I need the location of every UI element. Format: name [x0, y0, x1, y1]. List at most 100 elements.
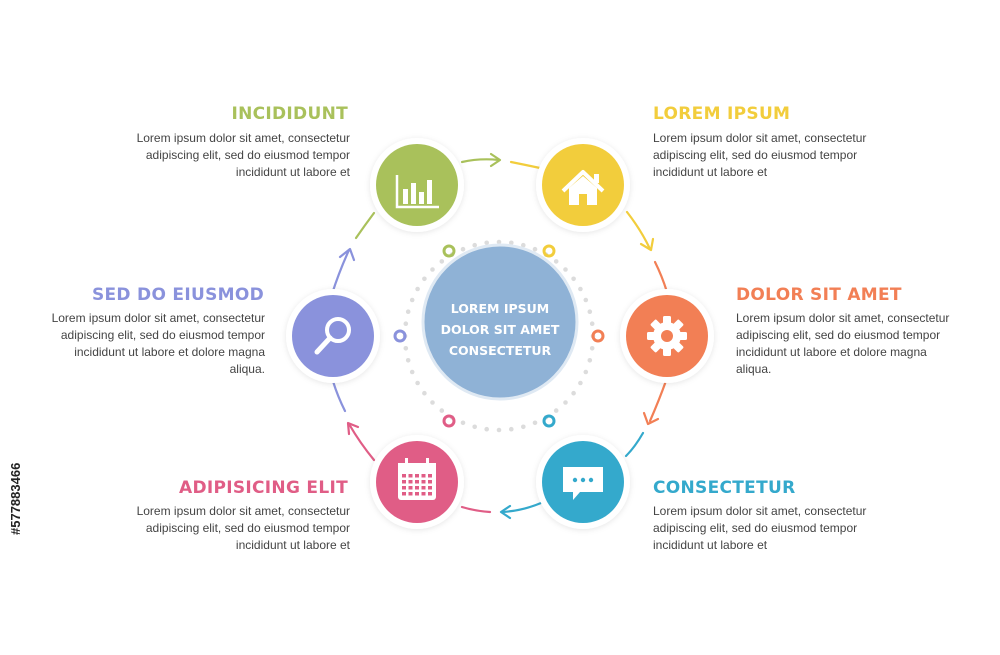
ring-dot [587, 358, 593, 363]
ring-dot [409, 297, 415, 303]
ring-dot [578, 286, 583, 292]
calendar-cell [402, 492, 406, 496]
ring-dot [496, 427, 502, 433]
ring-dot [422, 276, 427, 282]
ring-dot [553, 259, 559, 264]
ring-dot [553, 408, 559, 413]
ring-dot [532, 246, 538, 252]
ring-dot [578, 380, 583, 386]
center-line-2: DOLOR SIT AMET [440, 322, 560, 337]
step-description: Lorem ipsum dolor sit amet, consectetur … [136, 504, 350, 552]
arrow-step5-to-step6 [347, 422, 376, 462]
ring-dot [415, 286, 420, 292]
ring-dot [521, 242, 526, 248]
calendar-icon [398, 458, 436, 500]
calendar-cell [415, 492, 419, 496]
arrow-step2-to-step3 [625, 210, 652, 251]
ring-dot [460, 246, 466, 252]
ring-dot [430, 400, 435, 405]
ring-dot [583, 369, 589, 375]
dotted-ring [402, 239, 596, 433]
ring-dot [403, 346, 409, 351]
ring-dot [405, 309, 411, 315]
calendar-cell [421, 480, 426, 484]
ring-dot [409, 369, 415, 375]
stock-id-label: #577883466 [8, 462, 23, 535]
calendar-cell [402, 486, 406, 490]
accent-ring-green [442, 244, 456, 258]
ring-dot [521, 424, 526, 430]
step-title: DOLOR SIT AMET [736, 285, 902, 305]
center-line-3: CONSECTETUR [448, 343, 552, 358]
ring-dot [563, 400, 568, 405]
ring-dot [509, 426, 514, 432]
ring-dot [405, 358, 411, 363]
chat-icon [563, 467, 603, 500]
ring-dot [532, 420, 538, 426]
step-description: Lorem ipsum dolor sit amet, consectetur … [653, 504, 867, 552]
calendar-cell [402, 480, 406, 484]
step-circle-sed-do-eiusmod [292, 295, 374, 377]
ring-dot [403, 321, 409, 327]
ring-dot [439, 259, 445, 264]
step-description: Lorem ipsum dolor sit amet, consectetur … [136, 131, 350, 179]
step-circle-incididunt [376, 144, 458, 226]
ring-dot [571, 276, 576, 282]
bar-chart-icon [395, 175, 439, 209]
calendar-cell [421, 474, 426, 478]
ring-dot [583, 297, 589, 303]
step-title: CONSECTETUR [653, 478, 796, 498]
step-title: ADIPISICING ELIT [178, 478, 348, 498]
ring-dot [571, 390, 576, 396]
calendar-cell [421, 492, 426, 496]
ring-dot [589, 346, 595, 351]
arrow-step1-to-step2 [460, 158, 501, 164]
calendar-cell [421, 486, 426, 490]
ring-dot [563, 267, 568, 272]
ring-dot [422, 390, 427, 396]
accent-rings [393, 244, 605, 428]
accent-ring-orange [591, 329, 605, 343]
ring-dot [439, 408, 445, 413]
ring-dot [430, 267, 435, 272]
ring-dot [484, 426, 490, 432]
accent-ring-purple [393, 329, 407, 343]
calendar-cell [408, 486, 413, 490]
accent-ring-blue [542, 414, 556, 428]
calendar-cell [408, 480, 413, 484]
gear-icon [647, 316, 687, 356]
calendar-cell [428, 480, 432, 484]
calendar-cell [408, 492, 413, 496]
home-icon [561, 170, 605, 205]
step-title: LOREM IPSUM [653, 104, 791, 124]
arrow-step4-to-step5 [500, 501, 543, 514]
calendar-cell [402, 474, 406, 478]
ring-dot [587, 309, 593, 315]
ring-dot [472, 242, 478, 248]
ring-dot [509, 240, 514, 246]
calendar-cell [428, 492, 432, 496]
ring-dot [589, 321, 595, 327]
ring-dot [472, 424, 478, 430]
ring-dot [460, 420, 466, 426]
center-circle [421, 243, 579, 401]
accent-ring-yellow [542, 244, 556, 258]
center-line-1: LOREM IPSUM [450, 301, 550, 316]
ring-dot [415, 380, 420, 386]
step-title: SED DO EIUSMOD [91, 285, 264, 305]
step-description: Lorem ipsum dolor sit amet, consectetur … [736, 311, 950, 376]
ring-dot [484, 240, 490, 246]
calendar-cell [408, 474, 413, 478]
calendar-cell [415, 474, 419, 478]
center-label: LOREM IPSUM DOLOR SIT AMET CONSECTETUR [420, 298, 580, 361]
arrow-step3-to-step4 [648, 376, 669, 423]
calendar-cell [415, 480, 419, 484]
step-description: Lorem ipsum dolor sit amet, consectetur … [653, 131, 867, 179]
calendar-cell [428, 486, 432, 490]
connector-arrows [330, 152, 669, 520]
accent-ring-pink [442, 414, 456, 428]
step-description: Lorem ipsum dolor sit amet, consectetur … [51, 311, 265, 376]
calendar-cell [415, 486, 419, 490]
step-title: INCIDIDUNT [231, 104, 348, 124]
